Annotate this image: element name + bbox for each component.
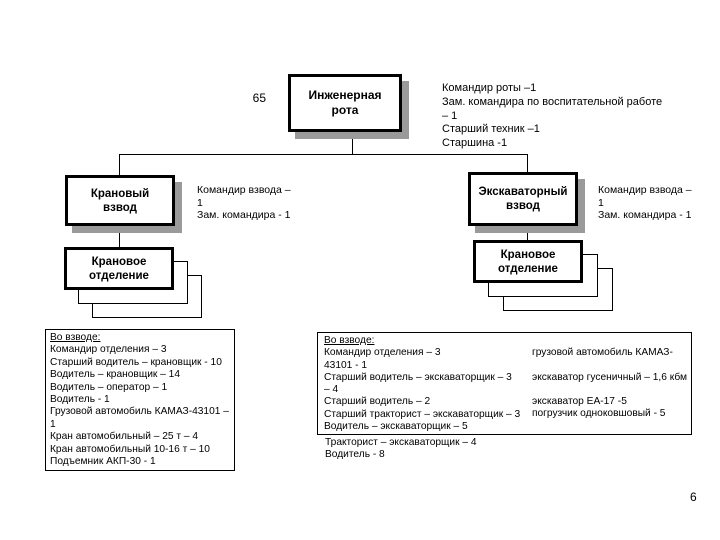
org-box-excavator-platoon: Экскаваторный взвод — [468, 172, 578, 226]
crane-platoon-title-line: Крановый — [90, 187, 150, 200]
equipment-line: экскаватор гусеничный – 1,6 кбм — [532, 371, 687, 383]
staff-line: Зам. командира - 1 — [197, 209, 291, 221]
connector-right-squad-down — [527, 225, 528, 241]
staff-line: Зам. командира по воспитательной работе — [442, 95, 663, 108]
detail-line: Кран автомобильный 10-16 т – 10 — [50, 443, 210, 455]
org-box-crane-platoon: Крановый взвод — [65, 175, 175, 226]
staff-line: Старшина -1 — [442, 137, 508, 150]
staff-line: Зам. командира - 1 — [598, 209, 692, 221]
detail-line: Водитель - 8 — [325, 449, 385, 461]
crane-platoon-detail-box: Во взводе: Командир отделения – 3 Старши… — [45, 329, 235, 471]
detail-line: 1 — [50, 418, 56, 430]
connector-company-down — [352, 131, 353, 155]
crane-platoon-title-line: взвод — [103, 201, 137, 214]
excavator-equipment-column: грузовой автомобиль КАМАЗ- экскаватор гу… — [532, 347, 692, 421]
crane-squad-title-line: Крановое — [91, 255, 147, 268]
equipment-line — [532, 384, 692, 396]
staff-line: 1 — [197, 196, 203, 209]
detail-line: Старший водитель – экскаваторщик – 3 — [324, 371, 512, 383]
equipment-line: экскаватор ЕА-17 -5 — [532, 396, 627, 408]
detail-line: Подъемник АКП-30 - 1 — [50, 455, 156, 467]
excavator-platoon-staff-list: Командир взвода – 1 Зам. командира - 1 — [598, 184, 718, 222]
staff-line: 1 — [598, 196, 604, 209]
equipment-line: грузовой автомобиль КАМАЗ- — [532, 347, 673, 358]
detail-line: Грузовой автомобиль КАМАЗ-43101 – — [50, 406, 229, 418]
connector-right-platoon-down — [527, 154, 528, 173]
excavator-platoon-detail-box: Во взводе: Командир отделения – 3 43101 … — [317, 332, 692, 435]
company-staff-list: Командир роты –1 Зам. командира по воспи… — [442, 82, 704, 151]
equipment-line — [532, 359, 692, 371]
staff-line: Командир роты –1 — [442, 82, 537, 94]
detail-line: Старший водитель – 2 — [324, 396, 431, 408]
detail-line: Старший водитель – крановщик - 10 — [50, 356, 222, 368]
detail-line: Кран автомобильный – 25 т – 4 — [50, 431, 199, 443]
org-box-crane-squad: Крановое отделение — [64, 247, 174, 290]
excavator-platoon-title-line: взвод — [506, 200, 540, 212]
detail-line: Водитель – оператор – 1 — [50, 381, 168, 393]
crane-platoon-staff-list: Командир взвода – 1 Зам. командира - 1 — [197, 184, 317, 222]
detail-line: – 4 — [324, 384, 339, 396]
detail-line: Командир отделения – 3 — [324, 347, 441, 359]
staff-line: – 1 — [442, 109, 458, 122]
equipment-line: погрузчик одноковшовый - 5 — [532, 408, 666, 420]
org-box-company: Инженерная рота — [288, 74, 402, 132]
staff-line: Командир взвода – — [598, 184, 692, 196]
detail-heading: Во взводе: — [50, 332, 101, 343]
detail-line: 43101 - 1 — [324, 359, 368, 371]
staff-line: Старший техник –1 — [442, 123, 540, 136]
detail-heading: Во взводе: — [324, 335, 375, 346]
excavator-squad-title-line: Крановое — [500, 248, 556, 261]
staff-line: Командир взвода – — [197, 184, 291, 196]
detail-line: Водитель - 1 — [50, 393, 110, 405]
crane-squad-title-line: отделение — [89, 269, 149, 282]
excavator-detail-overflow: Тракторист – экскаваторщик – 4 Водитель … — [325, 437, 585, 462]
detail-line: Водитель – экскаваторщик – 5 — [324, 421, 468, 433]
excavator-platoon-title-line: Экскаваторный — [478, 186, 568, 198]
org-box-excavator-squad: Крановое отделение — [473, 240, 583, 283]
company-strength-label: 65 — [252, 91, 266, 105]
detail-line: Тракторист – экскаваторщик – 4 — [325, 437, 477, 448]
company-title-line: Инженерная — [308, 88, 382, 102]
detail-line: Командир отделения – 3 — [50, 344, 167, 356]
company-title-line: рота — [331, 103, 359, 117]
connector-left-squad-down — [119, 225, 120, 248]
page-number: 6 — [690, 490, 697, 504]
connector-horizontal — [119, 154, 528, 155]
excavator-squad-title-line: отделение — [498, 262, 558, 275]
detail-line: Старший тракторист – экскаваторщик – 3 — [324, 408, 521, 420]
detail-line: Водитель – крановщик – 14 — [50, 369, 181, 381]
connector-left-platoon-down — [119, 154, 120, 176]
